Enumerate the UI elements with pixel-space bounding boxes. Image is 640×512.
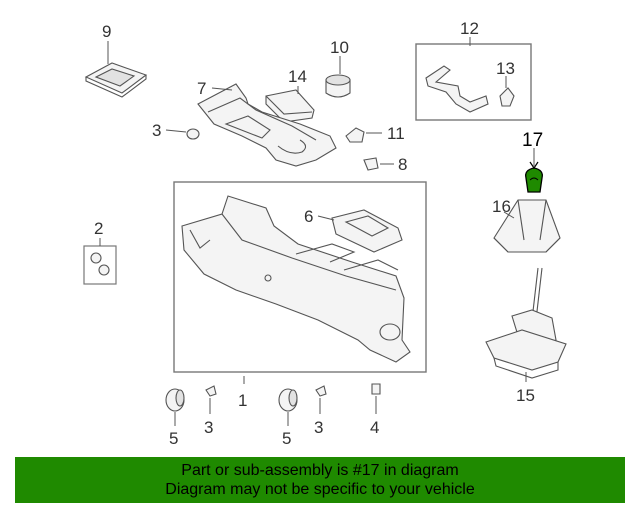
callout-8: 8 — [398, 155, 407, 174]
part-12-bracket[interactable] — [425, 65, 489, 113]
callout-17: 17 — [522, 130, 543, 151]
parts-diagram: 9 10 14 7 3 11 8 12 — [83, 19, 567, 448]
callout-6: 6 — [304, 207, 313, 226]
part-11-grommet[interactable] — [345, 127, 365, 143]
part-12-group-box — [415, 43, 532, 121]
leader-7 — [211, 87, 233, 91]
part-5-cap-right[interactable] — [278, 388, 298, 412]
callout-16: 16 — [492, 197, 511, 216]
leader-16 — [503, 211, 515, 219]
part-3-clip-top[interactable] — [186, 128, 200, 140]
part-1-console-body[interactable] — [181, 195, 411, 363]
callout-9: 9 — [102, 22, 111, 41]
part-3-clip-left[interactable] — [205, 385, 217, 397]
callout-7: 7 — [197, 79, 206, 98]
callout-15: 15 — [516, 386, 535, 405]
part-13-clip[interactable] — [499, 87, 515, 107]
part-3-clip-right[interactable] — [315, 385, 327, 397]
callout-5-right: 5 — [282, 429, 291, 448]
info-banner: Part or sub-assembly is #17 in diagram D… — [15, 457, 625, 503]
callout-4: 4 — [370, 418, 379, 437]
callout-14: 14 — [288, 67, 307, 86]
part-5-cap-left[interactable] — [165, 388, 185, 412]
callout-3-top: 3 — [152, 121, 161, 140]
callout-3-right: 3 — [314, 418, 323, 437]
part-9-tray[interactable] — [84, 62, 148, 98]
banner-line-1: Part or sub-assembly is #17 in diagram — [181, 462, 459, 479]
part-14-armrest-pad[interactable] — [265, 89, 315, 123]
callout-5-left: 5 — [169, 429, 178, 448]
callout-10: 10 — [330, 38, 349, 57]
callout-1: 1 — [238, 391, 247, 410]
part-15-shifter[interactable] — [485, 267, 567, 379]
leader-3-top — [165, 129, 187, 133]
part-8-clip[interactable] — [363, 157, 379, 171]
leader-17-arrow — [529, 161, 539, 170]
part-6-storage-lid[interactable] — [331, 209, 403, 253]
callout-12: 12 — [460, 19, 479, 38]
callout-13: 13 — [496, 59, 515, 78]
part-16-shift-boot[interactable] — [493, 199, 561, 253]
callout-11: 11 — [387, 124, 405, 143]
banner-line-2: Diagram may not be specific to your vehi… — [165, 481, 475, 498]
part-1-group-box — [173, 181, 427, 373]
leader-6 — [317, 215, 335, 221]
callout-2: 2 — [94, 219, 103, 238]
part-2-plugs[interactable] — [83, 245, 117, 285]
callout-3-left: 3 — [204, 418, 213, 437]
part-7-console-trim[interactable] — [197, 83, 337, 167]
part-17-shift-knob[interactable] — [525, 167, 543, 193]
part-4-clip[interactable] — [371, 383, 381, 395]
part-10-cup-insert[interactable] — [325, 74, 351, 98]
